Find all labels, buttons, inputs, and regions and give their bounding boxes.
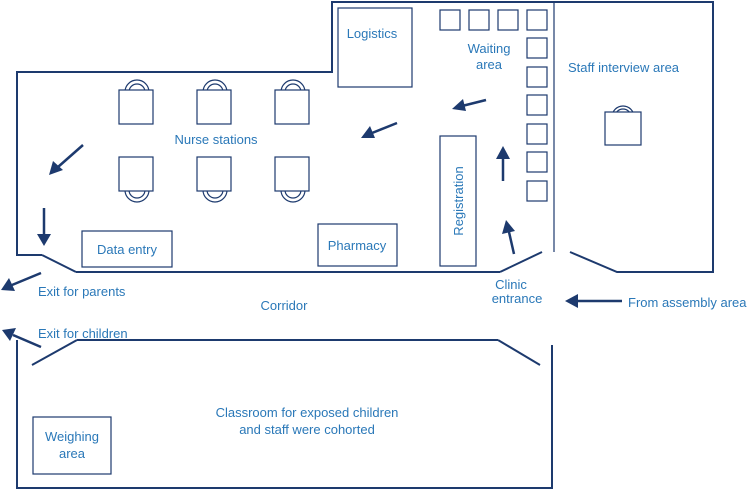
exit-children-arrow xyxy=(2,328,42,349)
classroom-label-1: Classroom for exposed children xyxy=(216,405,399,420)
flow-arrow xyxy=(49,144,84,175)
waiting-area-label-1: Waiting xyxy=(468,41,511,56)
flow-arrow xyxy=(37,208,51,246)
clinic-entrance-label-2: entrance xyxy=(492,291,543,306)
nurse-station xyxy=(274,79,310,125)
staff-interview-desk xyxy=(604,105,642,146)
flow-arrow xyxy=(452,98,487,111)
logistics-label: Logistics xyxy=(347,26,398,41)
waiting-chair xyxy=(468,9,490,31)
classroom-wall xyxy=(16,340,553,489)
flow-arrow xyxy=(496,146,510,181)
classroom-wall-top-left xyxy=(31,339,78,366)
flow-arrow xyxy=(502,220,516,255)
nurse-station xyxy=(118,156,154,203)
waiting-chair xyxy=(526,151,548,173)
nurse-station xyxy=(274,156,310,203)
registration-label: Registration xyxy=(451,166,466,235)
waiting-chair xyxy=(526,123,548,145)
data-entry-label: Data entry xyxy=(97,242,157,257)
from-assembly-arrow xyxy=(565,294,622,308)
clinic-entrance-label-1: Clinic xyxy=(495,277,527,292)
weighing-label-1: Weighing xyxy=(45,429,99,444)
data-entry-room xyxy=(81,230,173,268)
waiting-area-label-2: area xyxy=(476,57,503,72)
nurse-stations-label: Nurse stations xyxy=(174,132,258,147)
exit-parents-label: Exit for parents xyxy=(38,284,126,299)
nurse-station xyxy=(196,156,232,203)
clinic-wall xyxy=(16,1,714,273)
flow-arrow xyxy=(361,121,398,138)
waiting-chair xyxy=(526,37,548,59)
clinic-wall-entrance-right xyxy=(499,251,543,273)
nurse-station xyxy=(196,79,232,125)
weighing-room xyxy=(32,416,112,475)
pharmacy-label: Pharmacy xyxy=(328,238,387,253)
waiting-chair xyxy=(526,94,548,116)
waiting-chair xyxy=(497,9,519,31)
classroom-wall-top-right xyxy=(497,339,541,366)
exit-parents-arrow xyxy=(1,271,42,291)
waiting-chair xyxy=(526,180,548,202)
classroom-label-2: and staff were cohorted xyxy=(239,422,375,437)
corridor-label: Corridor xyxy=(261,298,309,313)
clinic-wall-entrance-left xyxy=(41,254,77,273)
waiting-chair xyxy=(439,9,461,31)
pharmacy-room xyxy=(317,223,398,267)
from-assembly-label: From assembly area xyxy=(628,295,747,310)
waiting-chair xyxy=(526,66,548,88)
waiting-chair xyxy=(526,9,548,31)
exit-children-label: Exit for children xyxy=(38,326,128,341)
logistics-room xyxy=(337,7,413,88)
weighing-label-2: area xyxy=(59,446,86,461)
staff-interview-label: Staff interview area xyxy=(568,60,680,75)
registration-desk xyxy=(439,135,477,267)
nurse-station xyxy=(118,79,154,125)
